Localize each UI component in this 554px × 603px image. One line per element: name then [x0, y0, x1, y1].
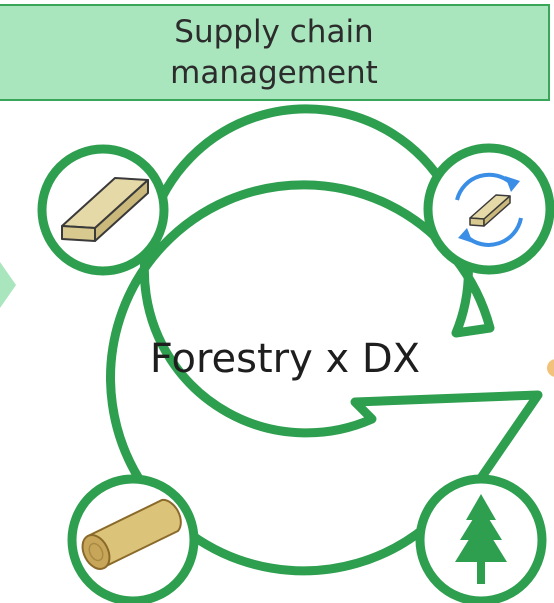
tree-node [415, 474, 547, 603]
pine-tree-icon [455, 494, 507, 584]
recycle-node [423, 143, 554, 275]
left-side-arrow [0, 262, 16, 308]
center-label: Forestry x DX [149, 336, 421, 382]
banner-title: Supply chain management [170, 13, 378, 91]
right-side-marker [547, 359, 554, 377]
supply-chain-banner: Supply chain management [0, 4, 550, 101]
log-node [67, 474, 199, 603]
lumber-plank-icon [61, 177, 149, 242]
recycle-lumber-icon [455, 172, 523, 247]
lumber-node [37, 144, 169, 276]
log-icon [81, 498, 182, 570]
